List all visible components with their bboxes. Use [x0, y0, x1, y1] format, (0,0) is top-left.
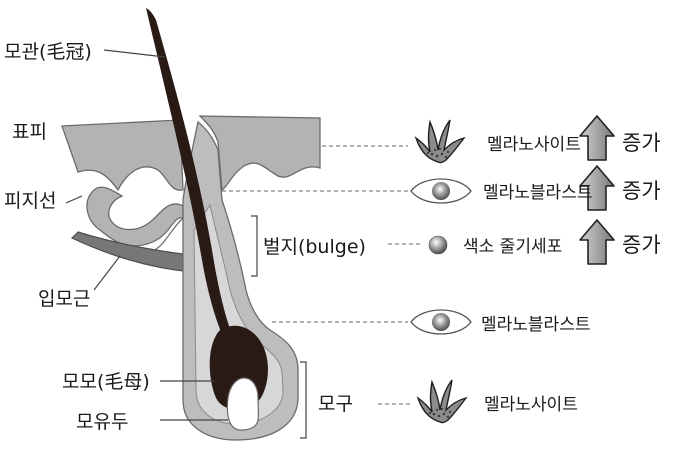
label-hair-shaft: 모관(毛冠)	[4, 41, 92, 63]
change-label: 증가	[622, 233, 661, 257]
label-dermal-papilla: 모유두	[76, 411, 128, 433]
label-arrector-pili: 입모근	[38, 288, 90, 310]
stem-cell-icon	[428, 235, 448, 255]
label-epidermis: 표피	[12, 121, 47, 143]
melanoblast-icon	[410, 178, 472, 204]
epidermis-left	[61, 119, 184, 192]
cell-label: 색소 줄기세포	[463, 237, 562, 257]
melanocyte-icon	[415, 119, 465, 164]
label-bulge: 벌지(bulge)	[263, 236, 366, 258]
dermal-papilla	[226, 377, 259, 431]
label-hair-matrix: 모모(毛母)	[62, 371, 150, 393]
cell-label: 멜라노사이트	[487, 135, 581, 155]
bulb-bracket	[300, 361, 307, 439]
change-label: 증가	[622, 179, 661, 203]
melanoblast-icon	[410, 309, 472, 335]
epidermis-right	[198, 115, 321, 192]
sebaceous-gland	[86, 186, 184, 247]
melanocyte-icon	[417, 379, 467, 424]
label-hair-bulb: 모구	[318, 393, 353, 415]
hair-shaft	[146, 8, 240, 352]
change-label: 증가	[622, 131, 661, 155]
bulge-bracket	[251, 215, 258, 277]
cell-label: 멜라노블라스트	[483, 183, 592, 203]
increase-arrow-icon	[579, 219, 615, 265]
cell-label: 멜라노블라스트	[481, 315, 590, 335]
increase-arrow-icon	[579, 115, 615, 161]
label-sebaceous-gland: 피지선	[4, 190, 56, 212]
cell-label: 멜라노사이트	[484, 395, 578, 415]
increase-arrow-icon	[579, 165, 615, 211]
